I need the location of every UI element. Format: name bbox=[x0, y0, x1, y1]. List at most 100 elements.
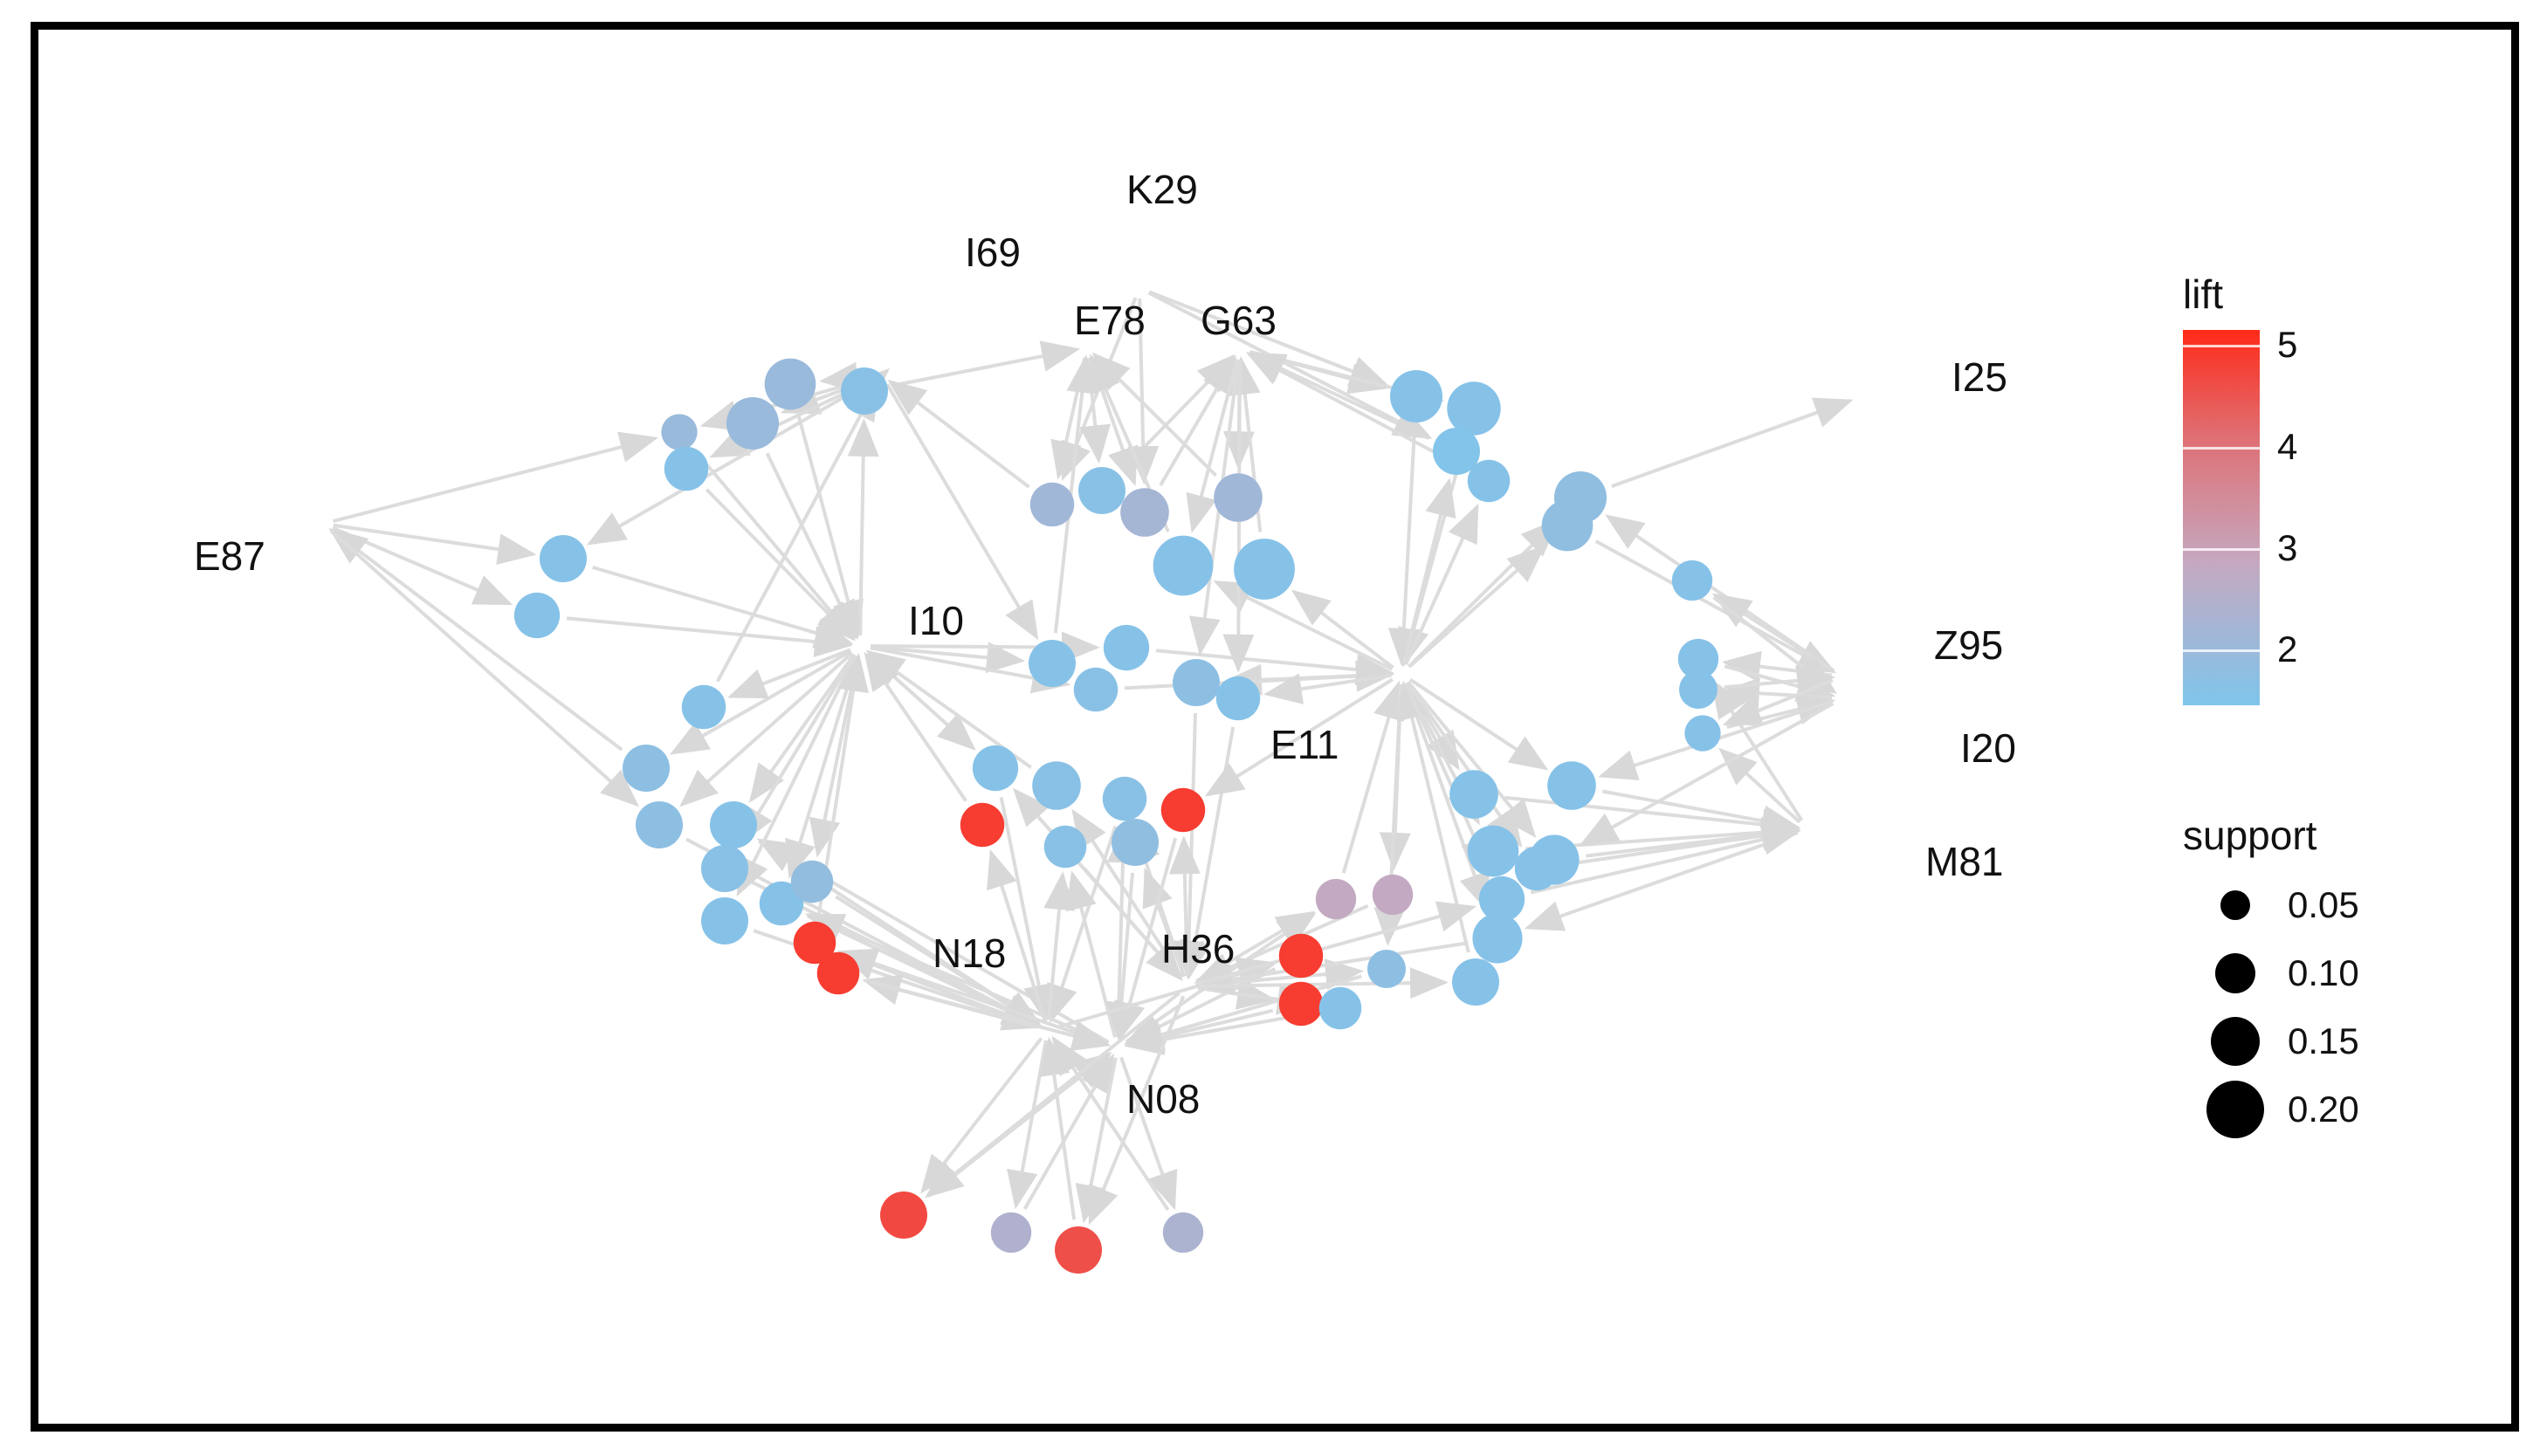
rule-node[interactable] bbox=[1278, 933, 1324, 979]
rule-node[interactable] bbox=[793, 921, 836, 965]
rule-node[interactable] bbox=[1372, 874, 1414, 916]
rule-node[interactable] bbox=[764, 358, 816, 410]
rule-node[interactable] bbox=[1541, 499, 1594, 552]
graph-edge bbox=[864, 651, 967, 802]
rule-node[interactable] bbox=[1073, 667, 1119, 712]
graph-edge bbox=[1387, 429, 1420, 668]
hub-label-e78[interactable]: E78 bbox=[1074, 298, 1146, 343]
graph-edge bbox=[1197, 901, 1477, 986]
rule-node[interactable] bbox=[1162, 1212, 1204, 1253]
rule-node[interactable] bbox=[1677, 638, 1719, 680]
lift-tick-label: 3 bbox=[2277, 526, 2298, 568]
graph-edge bbox=[1057, 958, 1277, 1029]
graph-edge bbox=[999, 797, 1055, 1024]
rule-node[interactable] bbox=[1367, 950, 1406, 988]
support-legend-row: 0.05 bbox=[2183, 871, 2480, 939]
hub-label-z95[interactable]: Z95 bbox=[1934, 622, 2004, 668]
hub-label-m81[interactable]: M81 bbox=[1925, 839, 2004, 884]
hub-label-h36[interactable]: H36 bbox=[1161, 926, 1236, 972]
rule-node[interactable] bbox=[1433, 428, 1480, 475]
rule-node[interactable] bbox=[759, 881, 804, 926]
graph-edge bbox=[835, 895, 1043, 1027]
rule-node[interactable] bbox=[880, 1192, 927, 1239]
graph-edge bbox=[715, 381, 879, 683]
hub-label-n18[interactable]: N18 bbox=[933, 931, 1007, 976]
graph-edge bbox=[1127, 298, 1160, 485]
rule-node[interactable] bbox=[1055, 1226, 1102, 1274]
rule-node[interactable] bbox=[1120, 488, 1169, 537]
hub-label-e11[interactable]: E11 bbox=[1270, 722, 1339, 767]
rule-node[interactable] bbox=[1478, 876, 1525, 923]
rule-node[interactable] bbox=[1214, 473, 1263, 522]
support-legend-row: 0.10 bbox=[2183, 939, 2480, 1007]
rule-node[interactable] bbox=[1514, 846, 1559, 891]
support-legend-dot bbox=[2206, 1081, 2264, 1138]
rule-node[interactable] bbox=[1029, 640, 1076, 687]
rule-node[interactable] bbox=[816, 951, 860, 995]
rule-node[interactable] bbox=[990, 1212, 1032, 1253]
rule-node[interactable] bbox=[1160, 787, 1206, 833]
rule-node[interactable] bbox=[1449, 770, 1498, 819]
hub-label-i10[interactable]: I10 bbox=[908, 598, 964, 643]
graph-edge bbox=[1197, 967, 1449, 999]
rule-node[interactable] bbox=[701, 897, 748, 944]
graph-edge bbox=[1148, 290, 1389, 387]
rule-node[interactable] bbox=[1043, 825, 1087, 869]
graph-edge bbox=[1401, 477, 1456, 664]
rule-node[interactable] bbox=[1679, 670, 1718, 709]
rule-node[interactable] bbox=[1078, 467, 1125, 514]
rule-node[interactable] bbox=[701, 845, 748, 892]
rule-node[interactable] bbox=[1315, 878, 1357, 920]
rule-node[interactable] bbox=[960, 802, 1005, 848]
rule-node[interactable] bbox=[1029, 482, 1075, 527]
rule-node[interactable] bbox=[1234, 539, 1295, 600]
support-legend-label: 0.20 bbox=[2288, 1089, 2359, 1130]
rule-node[interactable] bbox=[1684, 715, 1721, 752]
rule-node[interactable] bbox=[1103, 624, 1150, 671]
rule-node[interactable] bbox=[972, 745, 1019, 792]
rule-node[interactable] bbox=[513, 592, 561, 639]
graph-edge bbox=[837, 948, 1109, 1046]
rule-node[interactable] bbox=[1547, 761, 1596, 810]
rule-node[interactable] bbox=[1467, 459, 1511, 503]
rule-node[interactable] bbox=[681, 684, 726, 730]
support-legend-dot bbox=[2215, 953, 2255, 993]
rule-node[interactable] bbox=[1318, 986, 1362, 1030]
hub-label-g63[interactable]: G63 bbox=[1201, 298, 1277, 343]
rule-node[interactable] bbox=[1472, 913, 1523, 964]
rule-node[interactable] bbox=[1389, 369, 1443, 423]
rule-node[interactable] bbox=[1153, 535, 1214, 596]
rule-node[interactable] bbox=[1102, 776, 1147, 821]
support-legend-label: 0.15 bbox=[2288, 1020, 2359, 1061]
support-legend-dot-cell bbox=[2183, 1081, 2288, 1138]
rule-node[interactable] bbox=[1467, 825, 1519, 877]
hub-label-i25[interactable]: I25 bbox=[1952, 354, 2007, 400]
rule-node[interactable] bbox=[1671, 560, 1713, 601]
rule-node[interactable] bbox=[1112, 819, 1159, 866]
hub-label-i20[interactable]: I20 bbox=[1960, 725, 2016, 771]
rule-node[interactable] bbox=[1447, 381, 1501, 436]
rule-node[interactable] bbox=[726, 396, 780, 450]
graph-edge bbox=[1246, 352, 1465, 470]
hub-label-n08[interactable]: N08 bbox=[1126, 1076, 1201, 1122]
lift-tick-label: 2 bbox=[2277, 628, 2298, 670]
rule-node[interactable] bbox=[1215, 676, 1261, 721]
rule-node[interactable] bbox=[636, 801, 683, 848]
rule-node[interactable] bbox=[1032, 761, 1081, 810]
lift-tick-label: 4 bbox=[2277, 425, 2298, 467]
rule-node[interactable] bbox=[790, 860, 834, 903]
hub-label-i69[interactable]: I69 bbox=[965, 230, 1021, 275]
rule-node[interactable] bbox=[1452, 958, 1499, 1006]
rule-node[interactable] bbox=[1278, 981, 1324, 1027]
rule-node[interactable] bbox=[540, 535, 587, 582]
rule-node[interactable] bbox=[661, 414, 698, 450]
hub-label-k29[interactable]: K29 bbox=[1126, 167, 1198, 212]
rule-node[interactable] bbox=[841, 367, 888, 415]
rule-node[interactable] bbox=[664, 446, 709, 491]
rule-node[interactable] bbox=[623, 745, 670, 792]
rule-node[interactable] bbox=[1173, 659, 1220, 706]
graph-edge bbox=[987, 848, 1047, 1021]
rule-node[interactable] bbox=[710, 801, 757, 848]
hub-label-e87[interactable]: E87 bbox=[194, 533, 265, 579]
